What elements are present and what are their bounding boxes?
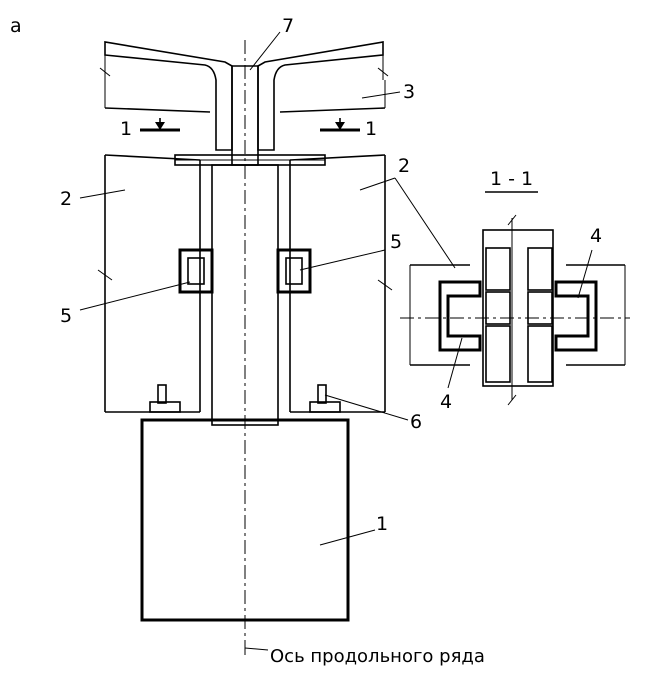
callout-6: 6: [410, 411, 422, 433]
section-cut-label-left: 1: [120, 118, 132, 140]
wall-panels: [97, 154, 393, 413]
section-cut-markers: [140, 118, 360, 132]
anchor-bolts: [149, 384, 341, 413]
section-mark: 1 - 1: [490, 168, 533, 190]
section-detail: [400, 214, 630, 406]
brackets: [178, 248, 312, 294]
callout-4-top: 4: [590, 225, 602, 247]
callout-4-bottom: 4: [440, 391, 452, 413]
axis-caption: Ось продольного ряда: [270, 646, 485, 667]
callout-1: 1: [376, 513, 388, 535]
callout-5-left: 5: [60, 305, 72, 327]
leader-lines: [79, 31, 593, 546]
callout-2-left: 2: [60, 188, 72, 210]
section-cut-label-right: 1: [365, 118, 377, 140]
callout-2-right: 2: [398, 155, 410, 177]
roof-slabs: [99, 41, 389, 151]
panel-letter: а: [10, 15, 22, 37]
column: [174, 154, 326, 426]
callout-3: 3: [403, 81, 415, 103]
callout-7: 7: [282, 15, 294, 37]
callout-5-right: 5: [390, 231, 402, 253]
